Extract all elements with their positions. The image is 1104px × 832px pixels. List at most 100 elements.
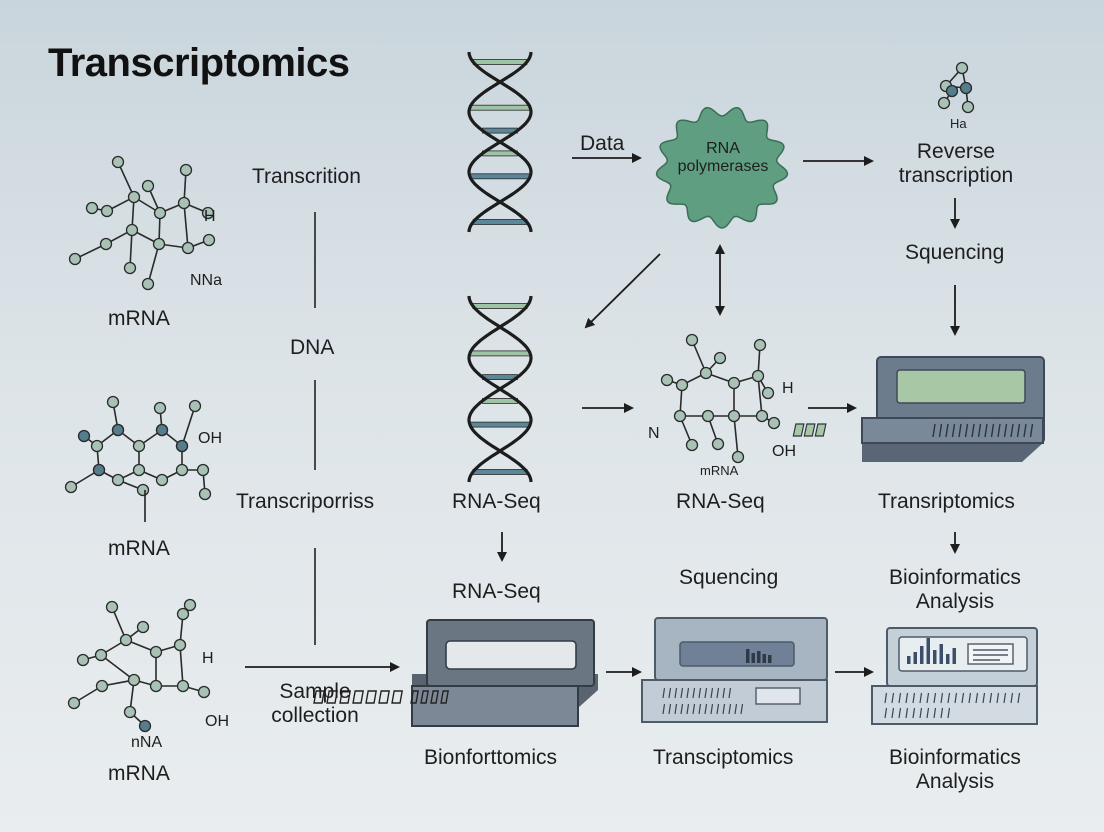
label-rnaseq-dna: RNA-Seq <box>452 490 541 513</box>
key <box>722 703 726 715</box>
key <box>884 707 888 719</box>
dna-base-pair <box>472 59 528 65</box>
display-bar <box>907 656 911 664</box>
atom <box>701 409 715 423</box>
atom <box>955 61 969 75</box>
atom <box>937 96 951 110</box>
label-rnaseq-molecule: RNA-Seq <box>676 490 765 513</box>
key <box>961 692 965 704</box>
atom-h-2: H <box>202 650 214 667</box>
key <box>975 692 979 704</box>
label-rnaseq-lower: RNA-Seq <box>452 580 541 603</box>
atom <box>152 237 166 251</box>
atom <box>177 196 191 210</box>
atom <box>123 261 137 275</box>
key <box>698 703 702 715</box>
bond <box>129 229 133 269</box>
atom <box>76 653 90 667</box>
display-bar <box>939 644 943 664</box>
atom <box>731 450 745 464</box>
key <box>728 703 732 715</box>
atom <box>188 399 202 413</box>
key <box>919 707 923 719</box>
key <box>716 687 720 699</box>
display-bar <box>920 646 924 664</box>
label-mrna-1: mRNA <box>108 307 170 330</box>
key <box>884 692 888 704</box>
display-bar <box>746 649 750 663</box>
key <box>440 690 449 704</box>
atom <box>685 333 699 347</box>
dna-base-pair <box>472 303 528 309</box>
key <box>692 687 696 699</box>
dna-base-pair <box>469 421 531 428</box>
mrna-molecule-1 <box>68 155 216 291</box>
atom <box>155 423 169 437</box>
key <box>662 687 666 699</box>
key <box>926 707 930 719</box>
key <box>352 690 364 704</box>
bond <box>179 644 184 687</box>
atom <box>149 645 163 659</box>
atom <box>138 719 152 733</box>
rna-polymerase-blob <box>655 106 789 229</box>
bioinformatics-analyzer <box>871 627 1038 725</box>
bond <box>183 202 189 249</box>
dna-strand <box>467 295 533 483</box>
key <box>686 703 690 715</box>
key <box>339 690 351 704</box>
key <box>947 707 951 719</box>
key <box>951 423 956 438</box>
label-transciptomics: Transciptomics <box>653 746 794 769</box>
key <box>1016 423 1021 438</box>
atom-ha: Ha <box>950 116 967 131</box>
atom <box>149 679 163 693</box>
label-sample-collection: Sample collection <box>271 680 359 728</box>
atom <box>176 607 190 621</box>
key <box>734 703 738 715</box>
key <box>938 423 943 438</box>
key <box>990 423 995 438</box>
atom <box>141 179 155 193</box>
atom <box>136 620 150 634</box>
atom <box>127 190 141 204</box>
atom <box>68 252 82 266</box>
atom <box>685 438 699 452</box>
dna-helix-top <box>467 51 533 233</box>
key <box>792 423 805 437</box>
key <box>1017 692 1021 704</box>
atom-h-1: H <box>204 208 216 225</box>
key <box>1003 423 1008 438</box>
key <box>668 703 672 715</box>
atom <box>99 237 113 251</box>
key <box>968 692 972 704</box>
bond <box>147 243 160 285</box>
atom <box>751 369 765 383</box>
key <box>947 692 951 704</box>
atom <box>201 206 215 220</box>
display-bar <box>757 651 761 663</box>
atom <box>176 679 190 693</box>
atom <box>64 480 78 494</box>
atom <box>660 373 674 387</box>
key <box>891 692 895 704</box>
bond <box>757 375 763 417</box>
atom-oh-mid: OH <box>772 443 796 460</box>
bond <box>733 415 739 458</box>
key <box>728 687 732 699</box>
key <box>982 692 986 704</box>
mrna-molecule-3 <box>67 598 211 733</box>
key <box>668 687 672 699</box>
atom <box>111 423 125 437</box>
key <box>891 707 895 719</box>
dna-base-pair <box>469 104 531 111</box>
arrow-polymerase-to-dna <box>584 253 661 329</box>
atom <box>67 696 81 710</box>
key <box>997 423 1001 438</box>
atom <box>727 409 741 423</box>
atom <box>761 386 775 400</box>
atom <box>77 429 91 443</box>
atom <box>132 439 146 453</box>
key <box>680 703 684 715</box>
